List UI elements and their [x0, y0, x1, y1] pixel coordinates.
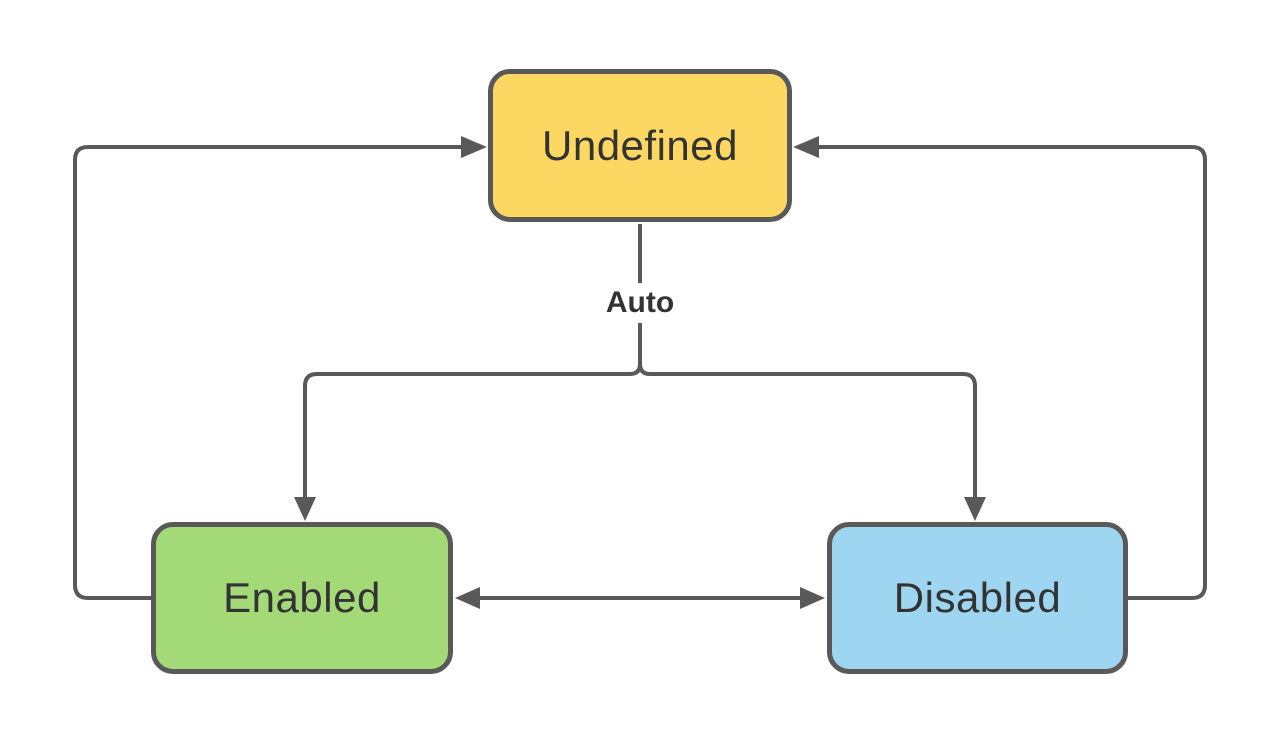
arrowhead-into-disabled-left — [800, 587, 825, 609]
node-label-undefined: Undefined — [542, 121, 738, 169]
node-label-disabled: Disabled — [893, 574, 1062, 621]
arrowhead-into-disabled-top — [964, 497, 986, 521]
node-label-enabled: Enabled — [223, 574, 381, 621]
edge-disabled-to-undefined — [819, 145, 1207, 600]
state-node-disabled: Disabled — [827, 522, 1128, 674]
edge-enabled-to-undefined — [73, 145, 461, 600]
arrowhead-into-enabled-right — [455, 587, 480, 609]
arrowhead-into-undefined-right — [793, 136, 819, 158]
state-node-enabled: Enabled — [151, 522, 453, 674]
edge-label-auto: Auto — [596, 283, 684, 323]
arrowhead-into-enabled-top — [294, 497, 316, 521]
arrowhead-into-undefined-left — [461, 136, 487, 158]
state-node-undefined: Undefined — [488, 69, 792, 222]
edge-undefined-auto-branch — [303, 224, 977, 505]
